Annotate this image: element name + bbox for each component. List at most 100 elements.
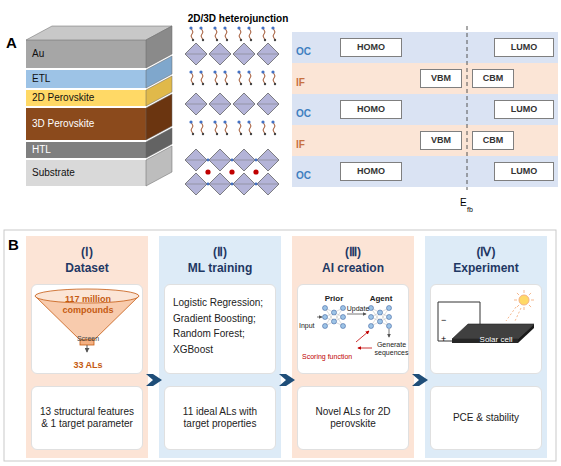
energy-band: IF VBM CBM (292, 63, 558, 94)
node-text: Generate sequences (374, 341, 409, 357)
ai-box: Prior AgentInput UpdateScoring function Gen… (297, 284, 409, 374)
column-number: (Ⅱ) (213, 245, 227, 259)
node-text: Substrate (32, 167, 75, 179)
node-text-wrap: Scoring function (302, 345, 364, 363)
node-text: CBM (483, 135, 504, 146)
node-text: OC (296, 170, 311, 182)
label-wrap: fb (467, 198, 479, 216)
panel-title: 2D/3D heterojunction (188, 13, 289, 25)
label: − (441, 315, 446, 326)
node-text: LUMO (511, 42, 538, 53)
energy-level-box: LUMO (494, 162, 554, 181)
node-text-wrap: OC (296, 103, 326, 121)
experiment-box: Solar cell (430, 284, 542, 374)
node-text: Novel ALs for 2D perovskite (302, 406, 404, 430)
node-text-wrap: Update (346, 297, 370, 315)
dataset-box: 117 million compoundsScreen 33 ALs (31, 284, 143, 374)
chevron-arrow (412, 374, 428, 386)
node-text-wrap: IF (296, 134, 326, 152)
energy-band: OC HOMO LUMO (292, 32, 558, 63)
device-layer: ETL (26, 70, 146, 88)
column-number: (Ⅰ) (81, 245, 93, 259)
node-text-wrap: OC (296, 41, 326, 59)
node-text: HOMO (357, 166, 385, 177)
workflow-column: (Ⅲ) AI creationPrior AgentInput UpdateScori… (292, 236, 414, 458)
node-text-wrap: 117 million compounds (48, 294, 128, 317)
energy-band: OC HOMO LUMO (292, 94, 558, 125)
node-text: Au (32, 48, 44, 60)
node-text: 33 ALs (73, 360, 102, 371)
node-text: 11 ideal ALs with target properties (169, 406, 271, 430)
node-text: IF (296, 77, 305, 89)
node-text: Scoring function (302, 353, 352, 361)
column-number-wrap: (Ⅰ) (26, 242, 148, 260)
node-text: PCE & stability (453, 412, 519, 424)
node-text-wrap: Logistic Regression; Gradient Boosting; … (173, 295, 273, 357)
label: B (8, 236, 19, 254)
node-text-wrap: Prior (318, 287, 350, 305)
label-wrap: − (441, 309, 449, 327)
neural-networks (317, 306, 392, 349)
workflow-column: (Ⅳ)ExperimentSolar cellPCE & stability (425, 236, 547, 458)
energy-level-box: VBM (420, 131, 462, 150)
device-layer: Substrate (26, 160, 146, 186)
node-text: ML training (188, 261, 252, 275)
column-number: (Ⅳ) (477, 245, 496, 259)
node-text-wrap: IF (296, 72, 326, 90)
node-text: Solar cell (480, 335, 513, 345)
layer-stack-faces (26, 26, 172, 186)
node-text: Screen (77, 335, 99, 343)
funnel (35, 289, 139, 352)
device-layer: Au (26, 40, 146, 68)
result-box: PCE & stability (430, 386, 542, 450)
node-text-wrap: Experiment (425, 258, 547, 276)
column-number: (Ⅲ) (345, 245, 361, 259)
node-text-wrap: Input (299, 314, 318, 332)
result-box: Novel ALs for 2D perovskite (297, 386, 409, 450)
node-text: CBM (483, 73, 504, 84)
node-text: 117 million compounds (48, 294, 128, 316)
node-text: Agent (370, 294, 393, 304)
node-text: HOMO (357, 104, 385, 115)
node-text-wrap: 33 ALs (58, 354, 118, 372)
node-text-wrap: Agent (364, 287, 398, 305)
column-number-wrap: (Ⅳ) (425, 242, 547, 260)
node-text-wrap: ML training (159, 258, 281, 276)
node-text: HOMO (357, 42, 385, 53)
label-wrap: B (8, 236, 24, 254)
energy-level-box: CBM (472, 131, 514, 150)
node-text: Update (347, 305, 370, 313)
energy-level-box: VBM (420, 69, 462, 88)
node-text: 2D Perovskite (32, 92, 94, 104)
node-text-wrap: OC (296, 165, 326, 183)
result-box: 11 ideal ALs with target properties (164, 386, 276, 450)
node-text: LUMO (511, 166, 538, 177)
node-text: Logistic Regression; Gradient Boosting; … (173, 295, 273, 357)
device-layer: 2D Perovskite (26, 90, 146, 106)
node-text-wrap: AI creation (292, 258, 414, 276)
energy-band: IF VBM CBM (292, 125, 558, 156)
panel-title-wrap: 2D/3D heterojunction (186, 8, 290, 26)
device-layer: HTL (26, 142, 146, 158)
node-text: AI creation (322, 261, 384, 275)
node-text: VBM (431, 73, 451, 84)
label-wrap: + (441, 328, 449, 346)
node-text: OC (296, 46, 311, 58)
label-wrap: E (460, 192, 468, 210)
energy-level-box: HOMO (340, 162, 402, 181)
model-box: Logistic Regression; Gradient Boosting; … (164, 284, 276, 374)
node-text: Dataset (65, 261, 108, 275)
node-text-wrap: Dataset (26, 258, 148, 276)
node-text: 13 structural features & 1 target parame… (36, 406, 138, 430)
label: E (460, 197, 467, 209)
node-text-wrap: Solar cell (471, 328, 521, 346)
energy-level-box: LUMO (494, 100, 554, 119)
crystal-structure (185, 26, 279, 195)
fermi-level-line (467, 26, 468, 190)
label: + (441, 334, 446, 345)
node-text: ETL (32, 73, 50, 85)
node-text: HTL (32, 144, 51, 156)
node-text-wrap: Screen (68, 327, 108, 345)
label: A (6, 34, 17, 52)
